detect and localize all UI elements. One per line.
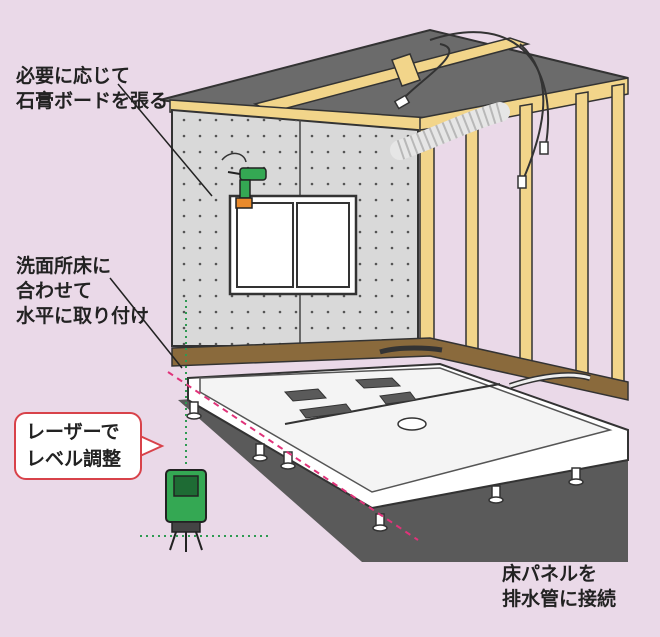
label-level-fit: 洗面所床に合わせて水平に取り付け	[16, 255, 150, 327]
stud-4	[575, 91, 589, 385]
cable-end-2	[517, 175, 527, 189]
stud-2	[465, 115, 479, 361]
ceiling-joist	[391, 53, 421, 87]
panel-hatch-4	[379, 391, 417, 405]
laser-callout: レーザーでレベル調整	[14, 412, 142, 480]
stud-3	[519, 103, 533, 371]
drain-pipe-inner	[509, 373, 591, 388]
stud-1	[419, 127, 435, 341]
ceiling-cable-3	[519, 43, 545, 181]
leader-board	[117, 83, 213, 197]
unit-bath-installation-diagram: 必要に応じて石膏ボードを張る 洗面所床に合わせて水平に取り付け レーザーでレベル…	[14, 28, 629, 610]
leader-level	[109, 277, 183, 369]
window-pane-left	[236, 202, 294, 288]
laser-level-icon	[165, 469, 207, 552]
label-gypsum-board: 必要に応じて石膏ボードを張る	[16, 65, 169, 112]
illustration	[109, 28, 629, 562]
drill-icon	[221, 152, 267, 209]
pipe-riser	[379, 345, 443, 355]
cable-end-1	[539, 141, 549, 155]
floor-beam	[171, 337, 629, 401]
callout-tail	[139, 434, 165, 458]
ceiling-cable-2	[401, 43, 451, 101]
ceiling-cable-1	[429, 31, 550, 151]
duct-hose-icon	[390, 102, 510, 160]
window-pane-right	[296, 202, 350, 288]
stud-5	[611, 83, 625, 393]
label-floor-panel: 床パネルを排水管に接続	[502, 563, 617, 610]
panel-hatch-2	[354, 377, 402, 389]
panel-hatch-3	[299, 403, 353, 419]
ceiling-light-icon	[393, 94, 411, 110]
drain-hole	[397, 417, 427, 431]
panel-hatch-1	[283, 388, 328, 402]
support-feet	[186, 401, 584, 532]
panel-divider	[284, 383, 501, 425]
